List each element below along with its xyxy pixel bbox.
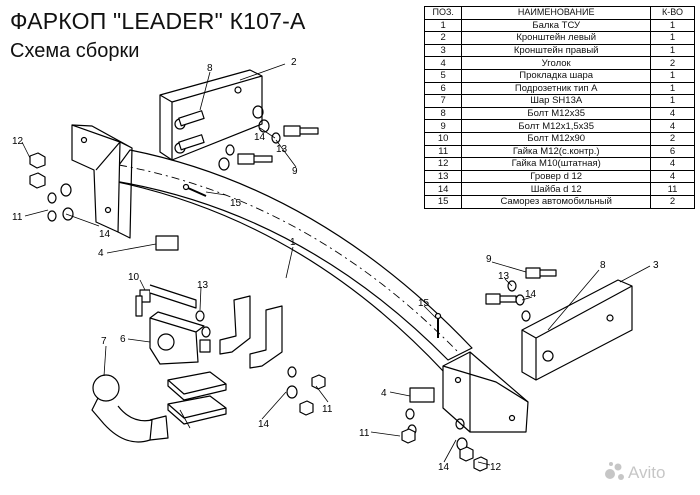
bracket-left: [159, 69, 263, 161]
callout-12-right: 12: [490, 462, 502, 473]
callout-7: 7: [101, 336, 107, 347]
bracket-right: [521, 279, 633, 381]
angle-hanger-left: [219, 295, 251, 355]
tow-beam: [107, 149, 473, 373]
bolt-m12x1-5x35-left: [237, 125, 319, 165]
callout-3: 3: [653, 260, 659, 271]
parts-row-qty: 2: [650, 194, 695, 209]
angle-hanger-right: [249, 305, 283, 369]
bolts-right-group: [485, 267, 557, 322]
callout-13-socket: 13: [197, 280, 209, 291]
fasteners-middle: [286, 366, 326, 416]
parts-row-pos: 15: [423, 194, 463, 209]
fasteners-far-left: [29, 152, 74, 222]
callout-12-left: 12: [12, 136, 24, 147]
callout-15-left: 15: [230, 198, 242, 209]
avito-logo-icon: [605, 462, 624, 480]
callout-11-left: 11: [12, 212, 23, 223]
parts-table-header: ПОЗ. НАИМЕНОВАНИЕ К-ВО: [423, 6, 695, 20]
beam-right-mount-plate: [442, 351, 529, 433]
callout-14-bottom: 14: [438, 462, 450, 473]
callout-6: 6: [120, 334, 126, 345]
callout-4-left: 4: [98, 248, 104, 259]
socket-plate: [149, 311, 205, 365]
callout-13-right: 13: [498, 271, 510, 282]
tow-ball: [91, 374, 169, 443]
ball-spacer-plate: [167, 371, 227, 425]
callout-10: 10: [128, 272, 140, 283]
fasteners-bottom-right: [401, 408, 488, 472]
callout-2: 2: [291, 57, 297, 68]
callout-14-left: 14: [99, 229, 111, 240]
self-tapping-screw-right: [434, 312, 442, 338]
washers-left: [218, 105, 281, 171]
callout-labels: 1 2 3 4 4 6 7 8 8 9 9 10 11 11 11 12 12 …: [12, 57, 659, 473]
callout-4-right: 4: [381, 388, 387, 399]
bolt-m12x35-left: [178, 110, 205, 151]
callout-8-right: 8: [600, 260, 606, 271]
avito-wordmark: Avito: [628, 463, 666, 482]
self-tapping-screw-left: [182, 183, 207, 197]
parts-row-pos: 14: [423, 182, 463, 196]
callout-14-right: 14: [525, 289, 537, 300]
callout-9-left: 9: [292, 166, 298, 177]
callout-14-middle: 14: [258, 419, 270, 430]
callout-11-middle: 11: [322, 404, 333, 415]
leader-lines: [21, 63, 651, 466]
angle-left: [155, 235, 179, 251]
washer-pos10: [135, 295, 143, 317]
callout-14-upper: 14: [254, 132, 266, 143]
avito-watermark: Avito: [602, 460, 686, 489]
callout-1: 1: [290, 237, 296, 248]
callout-15-right: 15: [418, 298, 430, 309]
angle-right: [409, 387, 435, 403]
beam-left-mount-plate: [71, 124, 133, 239]
parts-row-pos: 11: [423, 144, 463, 159]
callout-11-right: 11: [359, 428, 370, 439]
callout-8-left: 8: [207, 63, 213, 74]
callout-9-right: 9: [486, 254, 492, 265]
page-title: ФАРКОП "LEADER" К107-А: [10, 8, 306, 34]
callout-13-left: 13: [276, 144, 288, 155]
page-subtitle: Схема сборки: [10, 40, 140, 62]
